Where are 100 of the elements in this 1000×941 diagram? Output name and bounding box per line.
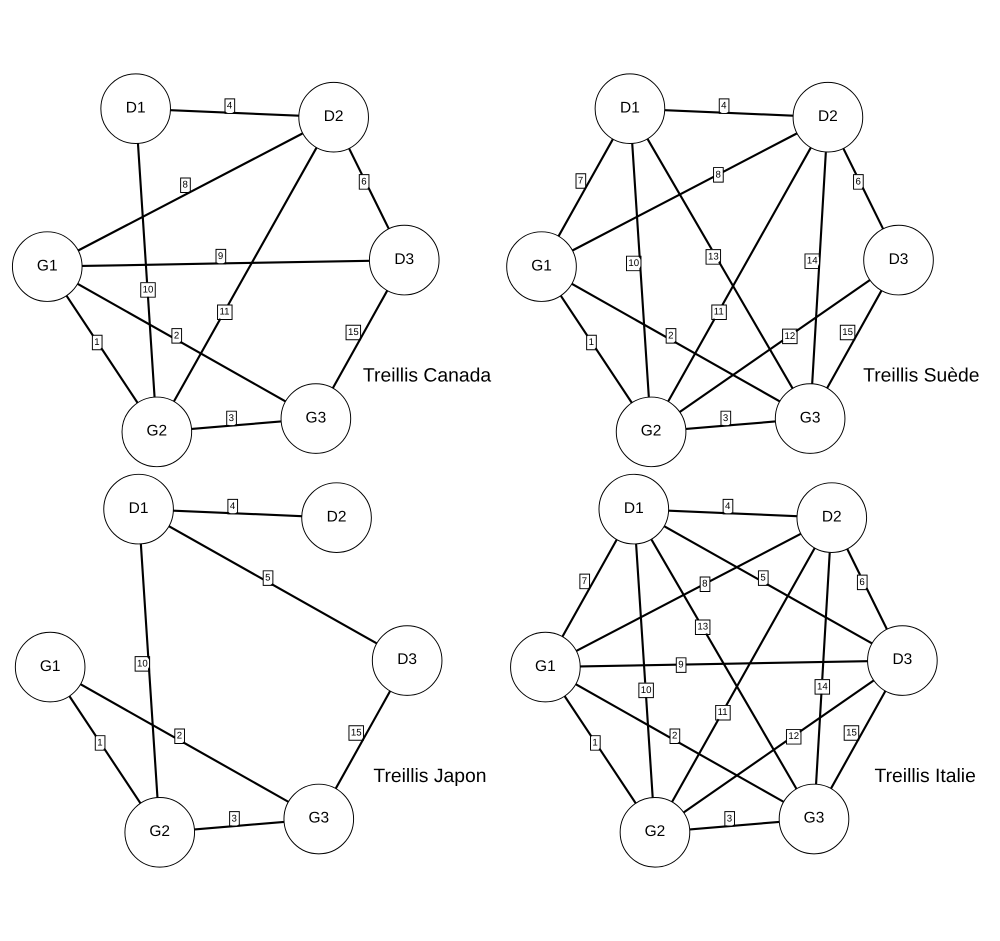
connector — [679, 279, 870, 413]
node-circle: D2 — [298, 82, 369, 152]
edge-label: 14 — [816, 681, 828, 692]
edge-label: 8 — [182, 180, 188, 191]
connector — [564, 696, 637, 804]
connector — [194, 820, 284, 830]
connector — [334, 690, 392, 789]
node-circle: D2 — [301, 482, 372, 553]
node-circle: G2 — [620, 797, 690, 868]
edge-label: 5 — [265, 572, 271, 584]
connector — [192, 420, 282, 430]
edge-label: 3 — [228, 412, 234, 424]
edge-label: 7 — [578, 175, 584, 186]
node-circle: D2 — [792, 82, 864, 152]
node-circle: G3 — [774, 383, 846, 454]
connector — [830, 690, 886, 789]
edge-label: 12 — [788, 731, 800, 742]
edge-label: 2 — [174, 330, 180, 342]
connector — [66, 295, 138, 404]
label: Treillis Italie — [874, 764, 976, 787]
node-circle: D3 — [867, 625, 938, 696]
edge-label: 9 — [218, 251, 224, 262]
node-circle: G2 — [616, 396, 686, 468]
connector — [168, 525, 378, 644]
edge-label: 7 — [582, 576, 588, 587]
edge-label: 2 — [668, 330, 674, 342]
edge-label: 10 — [137, 658, 148, 670]
edge-label: 11 — [219, 306, 230, 318]
connector — [631, 143, 650, 398]
edge-label: 10 — [628, 258, 640, 269]
node-circle: G3 — [280, 383, 352, 454]
connector — [572, 282, 780, 402]
edge-label: 1 — [588, 336, 594, 348]
connector — [846, 548, 888, 630]
connector — [82, 260, 370, 268]
edge-label: 8 — [715, 169, 721, 180]
node-circle: D2 — [796, 482, 868, 553]
edge-label: 15 — [350, 727, 362, 738]
connector — [348, 148, 390, 230]
node-circle: G1 — [506, 231, 577, 302]
edge-label: 15 — [348, 326, 359, 338]
node-circle: D1 — [100, 73, 171, 144]
edge-label: 8 — [702, 578, 708, 590]
edge-label: 1 — [592, 737, 598, 748]
edge-label: 12 — [784, 330, 796, 342]
connector — [664, 525, 872, 644]
connector — [80, 683, 289, 803]
edge-label: 5 — [760, 572, 766, 584]
edge-label: 3 — [722, 412, 728, 424]
connector — [664, 109, 794, 117]
connector — [560, 295, 633, 404]
connector — [576, 533, 802, 652]
edge-label: 13 — [697, 622, 708, 633]
node-circle: G2 — [122, 396, 192, 468]
label: Treillis Canada — [362, 364, 492, 386]
node-circle: D3 — [368, 224, 440, 296]
edge-label: 4 — [721, 100, 727, 112]
node-circle: G1 — [12, 231, 83, 302]
connector — [173, 510, 302, 518]
connector — [650, 539, 798, 790]
node-circle: D1 — [594, 73, 666, 144]
node-circle: G1 — [14, 632, 86, 702]
edge-label: 1 — [94, 336, 100, 348]
connector — [580, 660, 868, 668]
node-circle: G1 — [510, 632, 581, 702]
connector — [332, 290, 388, 389]
node-circle: D1 — [103, 474, 174, 544]
edge-label: 6 — [859, 576, 865, 588]
edge-label: 6 — [855, 176, 861, 188]
edge-label: 11 — [718, 707, 728, 718]
connector — [842, 148, 884, 230]
connector — [572, 132, 798, 252]
connector — [68, 696, 142, 804]
connector — [558, 138, 614, 237]
edge-label: 1 — [97, 737, 103, 748]
edge-label: 4 — [725, 501, 730, 512]
edge-label: 3 — [726, 813, 732, 824]
connector — [690, 820, 780, 830]
connector — [668, 510, 797, 518]
connector — [170, 109, 299, 117]
edge-label: 4 — [226, 100, 232, 112]
edge-label: 2 — [672, 730, 678, 742]
connector — [140, 544, 159, 798]
node-circle: G2 — [124, 797, 196, 868]
connector — [173, 147, 318, 402]
label: Treillis Japon — [373, 764, 487, 787]
edge-label: 15 — [842, 326, 854, 338]
node-circle: D1 — [598, 474, 670, 544]
edge-label: 11 — [714, 306, 724, 318]
edge-label: 2 — [176, 730, 182, 742]
edge-label: 14 — [806, 256, 818, 267]
edge-label: 3 — [232, 813, 237, 824]
connector — [646, 138, 794, 389]
node-circle: D3 — [863, 224, 934, 296]
edge-label: 13 — [708, 251, 719, 262]
edge-label: 10 — [640, 684, 652, 696]
label: Treillis Suède — [863, 364, 980, 386]
connector — [826, 290, 882, 389]
edge-label: 10 — [142, 284, 154, 296]
node-circle: G3 — [778, 784, 850, 854]
